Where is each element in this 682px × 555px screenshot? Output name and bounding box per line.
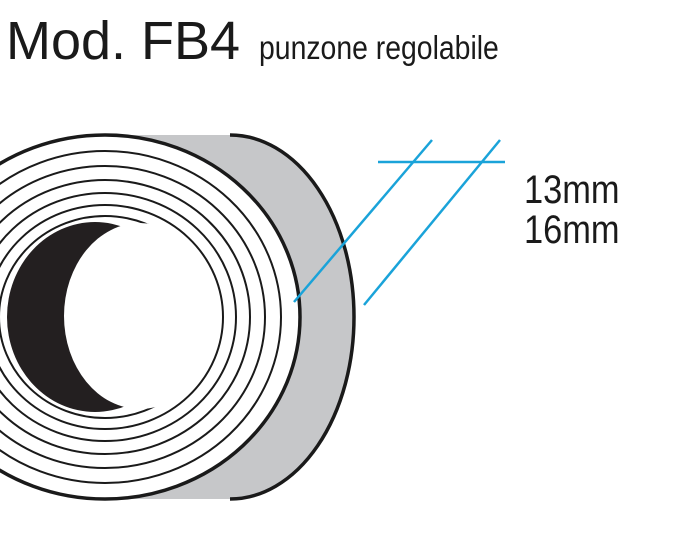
bore-opening <box>64 223 216 409</box>
dimension-labels: 13mm 16mm <box>524 170 620 250</box>
model-name: Mod. FB4 <box>6 11 241 71</box>
dimension-label-13mm: 13mm <box>524 168 620 212</box>
roller-back-edge <box>229 133 356 501</box>
model-description: punzone regolabile <box>258 29 499 66</box>
dimension-lines <box>293 139 505 306</box>
diagram-title: Mod. FB4 punzone regolabile <box>6 10 537 72</box>
dimension-label-16mm: 16mm <box>524 208 620 252</box>
